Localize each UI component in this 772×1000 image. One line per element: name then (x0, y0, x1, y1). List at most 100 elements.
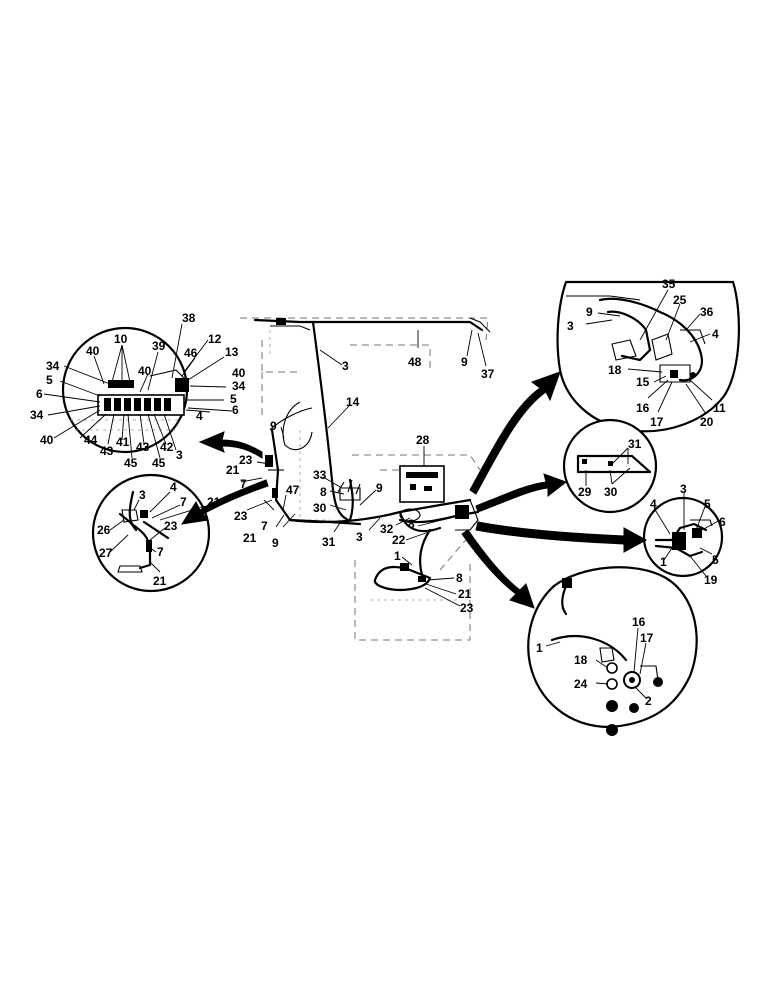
rear-lamp-harness (373, 565, 432, 591)
callout: 30 (313, 501, 327, 515)
callout: 18 (574, 653, 588, 667)
callout: 3 (567, 319, 574, 333)
callout: 40 (40, 433, 54, 447)
callout: 2 (645, 694, 652, 708)
callout: 40 (138, 364, 152, 378)
callout: 9 (270, 419, 277, 433)
callout: 24 (574, 677, 588, 691)
callout: 46 (184, 346, 198, 360)
callout: 31 (628, 437, 642, 451)
callout: 9 (376, 481, 383, 495)
callout: 32 (380, 522, 394, 536)
arrow-to-fuse-detail (198, 431, 263, 459)
callout: 6 (719, 515, 726, 529)
callout: 15 (636, 375, 650, 389)
callout: 1 (536, 641, 543, 655)
callout: 14 (346, 395, 360, 409)
callout: 44 (84, 433, 98, 447)
detail-bracket: 31 29 30 (562, 418, 658, 514)
callout: 9 (461, 355, 468, 369)
callout: 4 (650, 497, 657, 511)
callout: 28 (416, 433, 430, 447)
callout: 3 (356, 530, 363, 544)
main-leaders (240, 329, 487, 607)
callout: 10 (114, 332, 128, 346)
callout: 29 (578, 485, 592, 499)
detail-connector: 4 3 5 6 1 5 19 (642, 482, 726, 587)
callout: 33 (313, 468, 327, 482)
callout: 45 (124, 456, 138, 470)
callout: 4 (196, 409, 203, 423)
callout: 43 (136, 440, 150, 454)
callout: 11 (713, 401, 726, 415)
callout: 7 (240, 477, 247, 491)
callout: 30 (604, 485, 618, 499)
callout: 21 (458, 587, 472, 601)
callout: 1 (394, 549, 401, 563)
callout: 5 (704, 497, 711, 511)
arrow-to-bracket-detail (475, 473, 568, 513)
callout: 7 (180, 495, 187, 509)
electrical-module (399, 465, 445, 503)
callout: 43 (100, 444, 114, 458)
callout: 47 (286, 483, 300, 497)
callout: 40 (232, 366, 246, 380)
callout: 25 (673, 293, 687, 307)
callout: 18 (608, 363, 622, 377)
callout: 8 (320, 485, 327, 499)
callout: 17 (650, 415, 664, 429)
detail-dashboard: 35 25 9 36 3 4 18 15 16 11 17 20 (556, 277, 741, 433)
callout: 20 (700, 415, 714, 429)
callout: 4 (170, 480, 177, 494)
pillar-harness (311, 320, 350, 522)
callout: 4 (712, 327, 719, 341)
callout: 3 (680, 482, 687, 496)
detail-pedal: 3 4 7 21 26 23 27 7 21 (91, 473, 221, 593)
arrow-to-pedal-detail (180, 479, 269, 525)
callout: 13 (225, 345, 239, 359)
callout: 34 (46, 359, 60, 373)
callout: 34 (232, 379, 246, 393)
callout: 41 (116, 435, 130, 449)
callout: 3 (342, 359, 349, 373)
callout: 8 (456, 571, 463, 585)
callout: 12 (208, 332, 222, 346)
callout: 23 (234, 509, 248, 523)
detail-fuse-panel: 38 10 12 46 39 13 40 34 40 40 34 5 6 5 3… (30, 311, 246, 470)
callout: 22 (392, 533, 406, 547)
callout: 42 (160, 440, 174, 454)
callout: 1 (660, 555, 667, 569)
callout: 34 (30, 408, 44, 422)
arrow-to-lamp-detail (461, 529, 535, 609)
callout: 21 (153, 574, 167, 588)
callout: 45 (152, 456, 166, 470)
roof-harness (253, 318, 484, 332)
callout: 26 (97, 523, 111, 537)
callout: 31 (322, 535, 336, 549)
callout: 23 (239, 453, 253, 467)
callout: 27 (99, 546, 113, 560)
callout: 9 (586, 305, 593, 319)
callout: 9 (272, 536, 279, 550)
callout: 8 (408, 517, 415, 531)
callout: 6 (232, 403, 239, 417)
callout: 37 (481, 367, 495, 381)
arrow-to-dashboard-detail (469, 371, 561, 495)
callout: 23 (164, 519, 178, 533)
callout: 17 (640, 631, 654, 645)
callout: 5 (712, 553, 719, 567)
arrow-to-connector-detail (475, 521, 648, 553)
callout: 3 (176, 448, 183, 462)
callout: 21 (226, 463, 240, 477)
callout: 39 (152, 339, 166, 353)
callout: 35 (662, 277, 676, 291)
callout: 36 (700, 305, 714, 319)
callout: 7 (261, 519, 268, 533)
callout: 19 (704, 573, 718, 587)
fuse-row (104, 398, 171, 411)
callout: 23 (460, 601, 474, 615)
main-assembly: 48 9 37 3 14 9 23 21 7 47 23 7 21 9 33 8… (226, 317, 495, 641)
callout: 6 (36, 387, 43, 401)
callout: 7 (157, 545, 164, 559)
